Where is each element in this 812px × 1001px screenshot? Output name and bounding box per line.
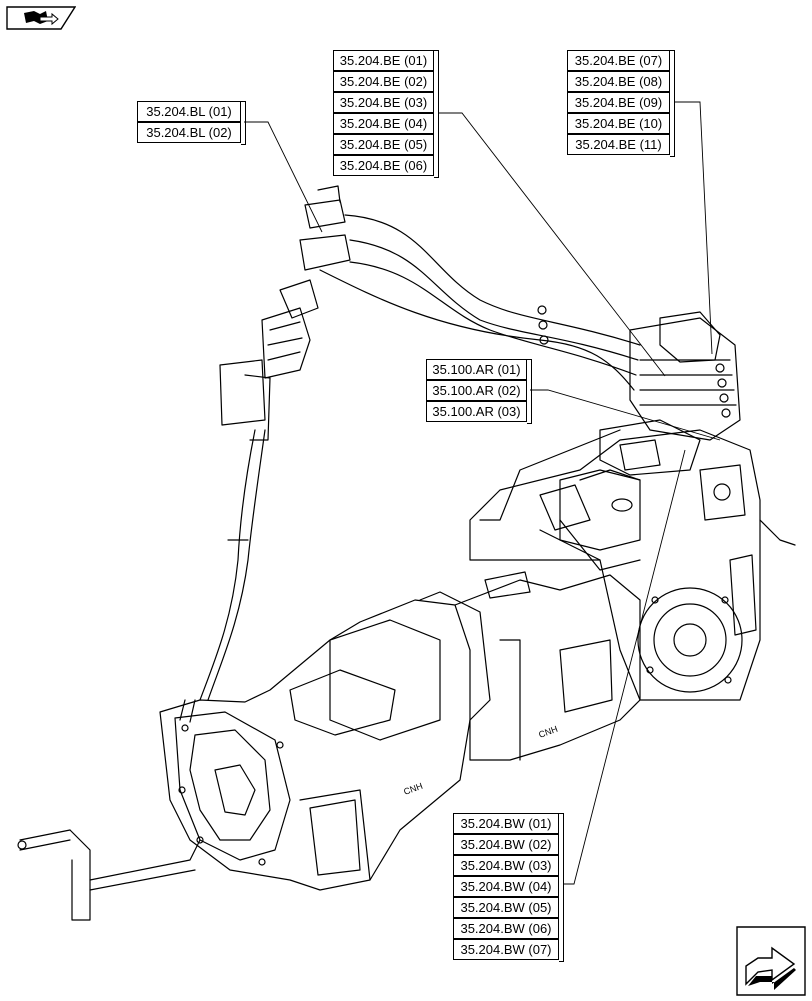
ref-label-be-10[interactable]: 35.204.BE (10) [567, 113, 670, 134]
rear-housing [469, 419, 796, 701]
control-valve-block [629, 311, 741, 441]
ref-label-be-01[interactable]: 35.204.BE (01) [333, 50, 434, 71]
svg-text:CNH: CNH [402, 781, 424, 797]
ref-group-be-left: 35.204.BE (01) 35.204.BE (02) 35.204.BE … [333, 50, 439, 178]
ref-label-be-11[interactable]: 35.204.BE (11) [567, 134, 670, 155]
ref-label-bw-03[interactable]: 35.204.BW (03) [453, 855, 559, 876]
ref-label-bw-02[interactable]: 35.204.BW (02) [453, 834, 559, 855]
ref-label-bw-05[interactable]: 35.204.BW (05) [453, 897, 559, 918]
leader-lines [244, 101, 721, 885]
ref-label-bw-06[interactable]: 35.204.BW (06) [453, 918, 559, 939]
ref-label-be-04[interactable]: 35.204.BE (04) [333, 113, 434, 134]
ref-label-bw-01[interactable]: 35.204.BW (01) [453, 813, 559, 834]
ref-label-bw-04[interactable]: 35.204.BW (04) [453, 876, 559, 897]
tubing [479, 429, 641, 571]
ref-label-be-09[interactable]: 35.204.BE (09) [567, 92, 670, 113]
ref-group-ar: 35.100.AR (01) 35.100.AR (02) 35.100.AR … [426, 359, 532, 424]
next-page-arrow-icon[interactable] [736, 926, 806, 1001]
ref-label-be-02[interactable]: 35.204.BE (02) [333, 71, 434, 92]
ref-label-be-07[interactable]: 35.204.BE (07) [567, 50, 670, 71]
ref-group-bw: 35.204.BW (01) 35.204.BW (02) 35.204.BW … [453, 813, 564, 962]
ref-label-ar-01[interactable]: 35.100.AR (01) [426, 359, 527, 380]
hose-lines [17, 429, 266, 921]
ref-bracket [527, 359, 532, 424]
ref-label-be-03[interactable]: 35.204.BE (03) [333, 92, 434, 113]
ref-label-ar-03[interactable]: 35.100.AR (03) [426, 401, 527, 422]
ref-label-be-05[interactable]: 35.204.BE (05) [333, 134, 434, 155]
svg-text:CNH: CNH [537, 724, 559, 740]
cable-bundle [319, 214, 641, 391]
ref-label-bw-07[interactable]: 35.204.BW (07) [453, 939, 559, 960]
ref-label-be-06[interactable]: 35.204.BE (06) [333, 155, 434, 176]
ref-group-be-right: 35.204.BE (07) 35.204.BE (08) 35.204.BE … [567, 50, 675, 157]
ref-bracket [241, 101, 246, 145]
middle-housing: CNH [419, 571, 641, 761]
ref-label-be-08[interactable]: 35.204.BE (08) [567, 71, 670, 92]
ref-bracket [670, 50, 675, 157]
ref-bracket [434, 50, 439, 178]
front-housing: CNH [159, 599, 471, 891]
book-arrow-icon[interactable] [6, 6, 77, 35]
ref-bracket [559, 813, 564, 962]
ref-label-bl-01[interactable]: 35.204.BL (01) [137, 101, 241, 122]
ref-label-bl-02[interactable]: 35.204.BL (02) [137, 122, 241, 143]
ref-group-bl: 35.204.BL (01) 35.204.BL (02) [137, 101, 246, 145]
ref-label-ar-02[interactable]: 35.100.AR (02) [426, 380, 527, 401]
joystick-assembly [219, 185, 351, 441]
